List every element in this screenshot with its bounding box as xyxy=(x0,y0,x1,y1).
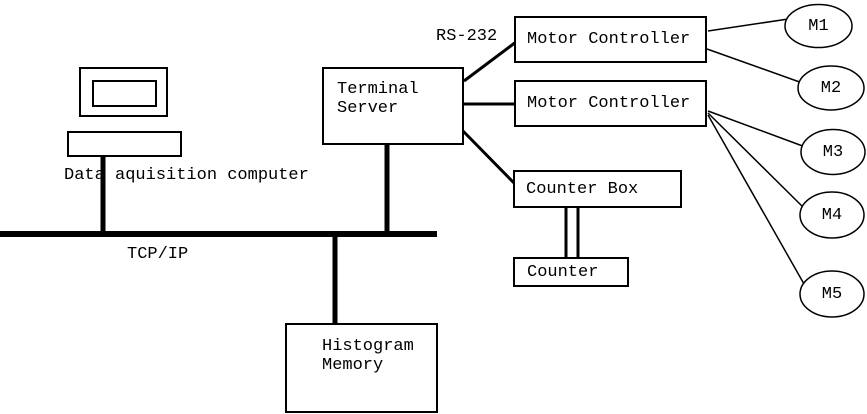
motor-ellipse-m3 xyxy=(800,128,866,176)
motor-ellipse-m1 xyxy=(784,3,853,49)
motor-m5-label: M5 xyxy=(821,284,843,304)
node-motor-controller-2: Motor Controller xyxy=(514,80,707,127)
monitor-screen-icon xyxy=(92,80,157,107)
node-histogram-memory: Histogram Memory xyxy=(285,323,438,413)
motor-ellipse-m4 xyxy=(799,191,865,239)
motor-m3-label: M3 xyxy=(822,143,844,162)
counter-label: Counter xyxy=(527,262,599,282)
keyboard-icon xyxy=(67,131,182,157)
motor-controller-1-label: Motor Controller xyxy=(527,30,691,49)
edge-mc2-m3 xyxy=(707,110,809,149)
node-terminal-server: Terminal Server xyxy=(322,67,464,145)
node-counter: Counter xyxy=(513,257,629,287)
motor-m1-label: M1 xyxy=(808,17,829,36)
motor-m4-label: M4 xyxy=(821,205,843,225)
node-motor-controller-1: Motor Controller xyxy=(514,16,707,63)
motor-ellipse-m2 xyxy=(797,65,865,111)
node-counter-box: Counter Box xyxy=(513,170,682,208)
motor-m2-label: M2 xyxy=(820,78,842,98)
counter-box-label: Counter Box xyxy=(526,179,639,199)
motor-ellipse-m5 xyxy=(799,270,865,318)
motor-controller-2-label: Motor Controller xyxy=(527,94,691,113)
edge-ts-counter-box xyxy=(461,129,518,187)
tcp-ip-label: TCP/IP xyxy=(127,245,189,264)
edge-mc1-m2 xyxy=(706,48,809,86)
edge-mc2-m5 xyxy=(707,114,809,292)
data-acquisition-computer-label: Data aquisition computer xyxy=(64,166,309,185)
edge-mc2-m4 xyxy=(707,112,809,213)
rs-232-label: RS-232 xyxy=(436,27,498,46)
terminal-server-label: Terminal Server xyxy=(337,80,419,118)
edge-mc1-m1 xyxy=(707,17,796,32)
histogram-memory-label: Histogram Memory xyxy=(322,337,414,375)
edge-ts-motor-controller-1 xyxy=(463,40,517,83)
